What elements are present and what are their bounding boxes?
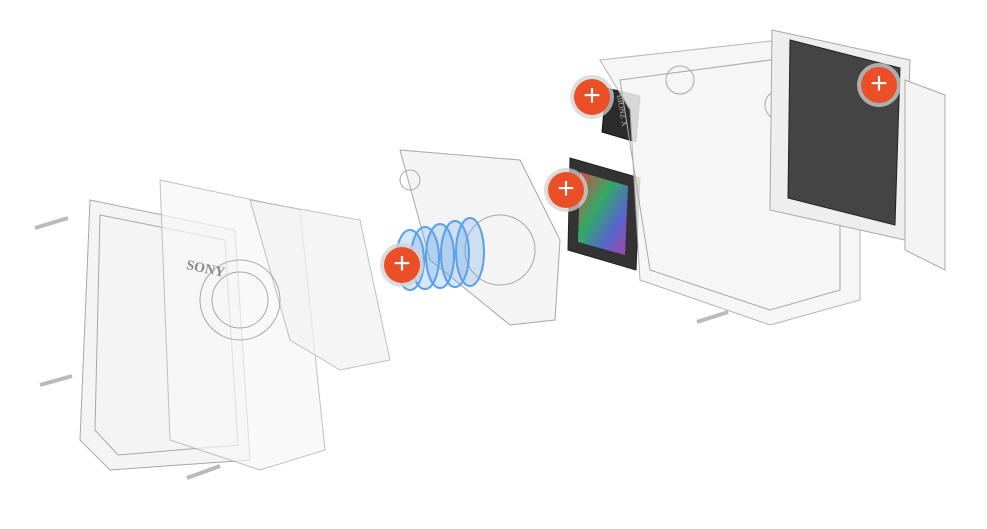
hotspot-lens-button[interactable]: + [384, 247, 420, 283]
lens-mount [399, 149, 561, 326]
screw [39, 374, 73, 387]
screw [696, 310, 729, 324]
screw [186, 464, 221, 480]
screw [34, 216, 69, 230]
front-housing [79, 179, 391, 471]
hotspot-processor-button[interactable]: + [574, 79, 610, 115]
hotspot-rear-panel-button[interactable]: + [861, 67, 897, 103]
image-sensor [567, 157, 641, 271]
hotspot-image-sensor-button[interactable]: + [548, 172, 584, 208]
